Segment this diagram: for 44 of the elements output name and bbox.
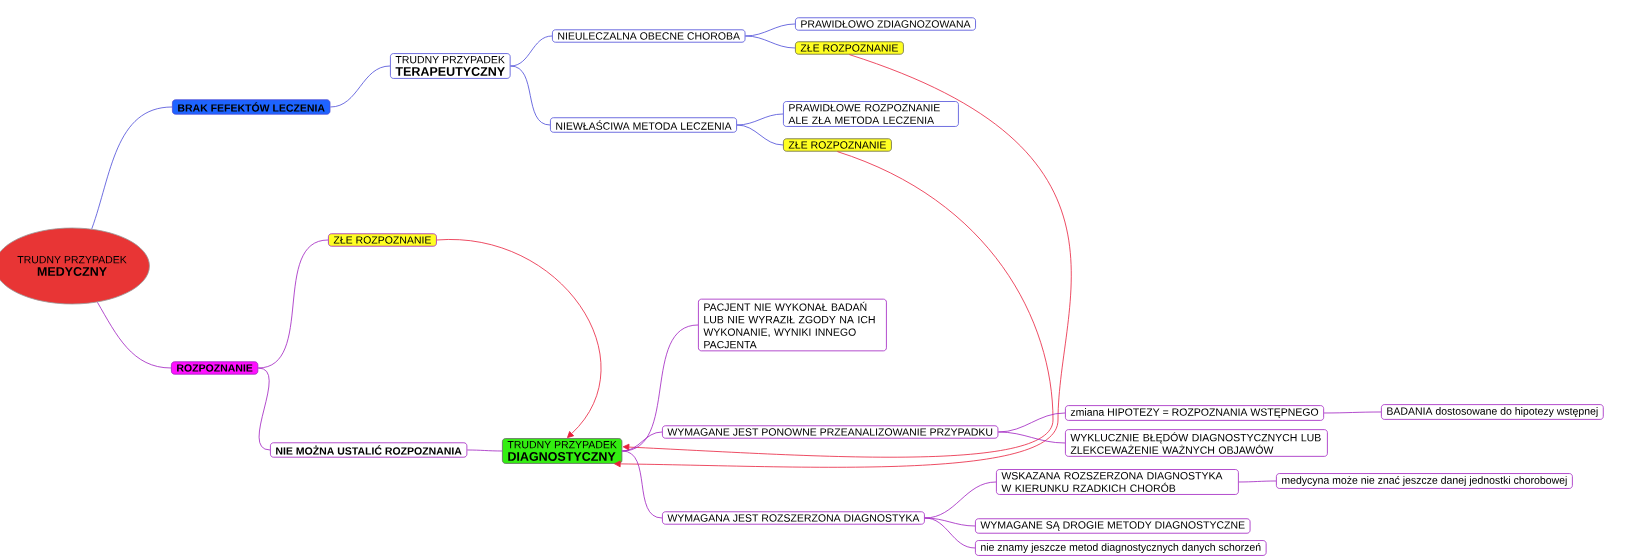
arrow [614,54,1072,468]
branch-box: BRAK FEFEKTÓW LECZENIA [172,99,331,115]
branch-line [466,449,503,452]
topic-box: NIE MOŻNA USTALIĆ ROZPOZNANIA [270,442,468,458]
topic-box: NIEULECZALNA OBECNE CHOROBA [552,29,746,43]
branch-box: ROZPOZNANIE [171,361,259,375]
branch-line [1238,480,1277,483]
topic-box: WYMAGANA JEST ROZSZERZONA DIAGNOSTYKA [662,511,925,525]
topic-box: medycyna może nie znać jeszcze danej jednostki chorobowej [1276,473,1573,489]
topic-box: WSKAZANA ROZSZERZONA DIAGNOSTYKA W KIERUNKU RZADKICH CHORÓB [996,469,1239,495]
branch-line [621,431,663,452]
topic-box: TRUDNY PRZYPADEK DIAGNOSTYCZNY [502,438,623,464]
topic-box: ZŁE ROZPOZNANIE [328,233,437,247]
arrow [436,239,602,438]
branch-line [736,113,784,126]
branch-line [621,450,663,519]
topic-box: WYMAGANE SĄ DROGIE METODY DIAGNOSTYCZNE [975,518,1251,534]
topic-box: zmiana HIPOTEZY = ROZPOZNANIA WSTĘPNEGO [1065,405,1325,421]
branch-line [924,517,976,527]
topic-box: NIEWŁAŚCIWA METODA LECZENIA [550,117,737,133]
branch-line [257,239,329,369]
topic-box: ZŁE ROZPOZNANIE [795,41,904,55]
topic-box: WYKLUCZNIE BŁĘDÓW DIAGNOSTYCZNYCH LUB ZLEKCEWAŻENIE WAŻNYCH OBJAWÓW [1065,429,1328,457]
topic-box: BADANIA dostosowane do hipotezy wstępnej [1381,404,1604,420]
topic-box: WYMAGANE JEST PONOWNE PRZEANALIZOWANIE PRZYPADKU [662,425,999,439]
branch-line [97,301,172,369]
branch-line [330,65,391,108]
topic-box: ZŁE ROZPOZNANIE [783,138,892,152]
branch-line [257,367,271,451]
branch-line [736,124,784,146]
arrow [622,151,1054,458]
branch-line [745,23,796,37]
topic-box: PRAWIDŁOWE ROZPOZNANIE ALE ZŁA METODA LECZENIA [783,101,959,127]
branch-line [745,35,796,49]
branch-line [1323,411,1382,414]
topic-box: PACJENT NIE WYKONAŁ BADAŃ LUB NIE WYRAZIŁ ZGODY NA ICH WYKONANIE, WYNIKI INNEGO PACJENTA [698,298,887,352]
topic-box: nie znamy jeszcze metod diagnostycznych danych schorzeń [975,540,1267,556]
branch-line [510,35,553,67]
branch-line [997,431,1066,444]
branch-line [91,106,173,230]
topic-box: TRUDNY PRZYPADEK TERAPEUTYCZNY [390,53,511,79]
topic-box: PRAWIDŁOWO ZDIAGNOZOWANA [795,17,976,31]
branch-line [924,517,976,549]
branch-line [510,65,551,126]
